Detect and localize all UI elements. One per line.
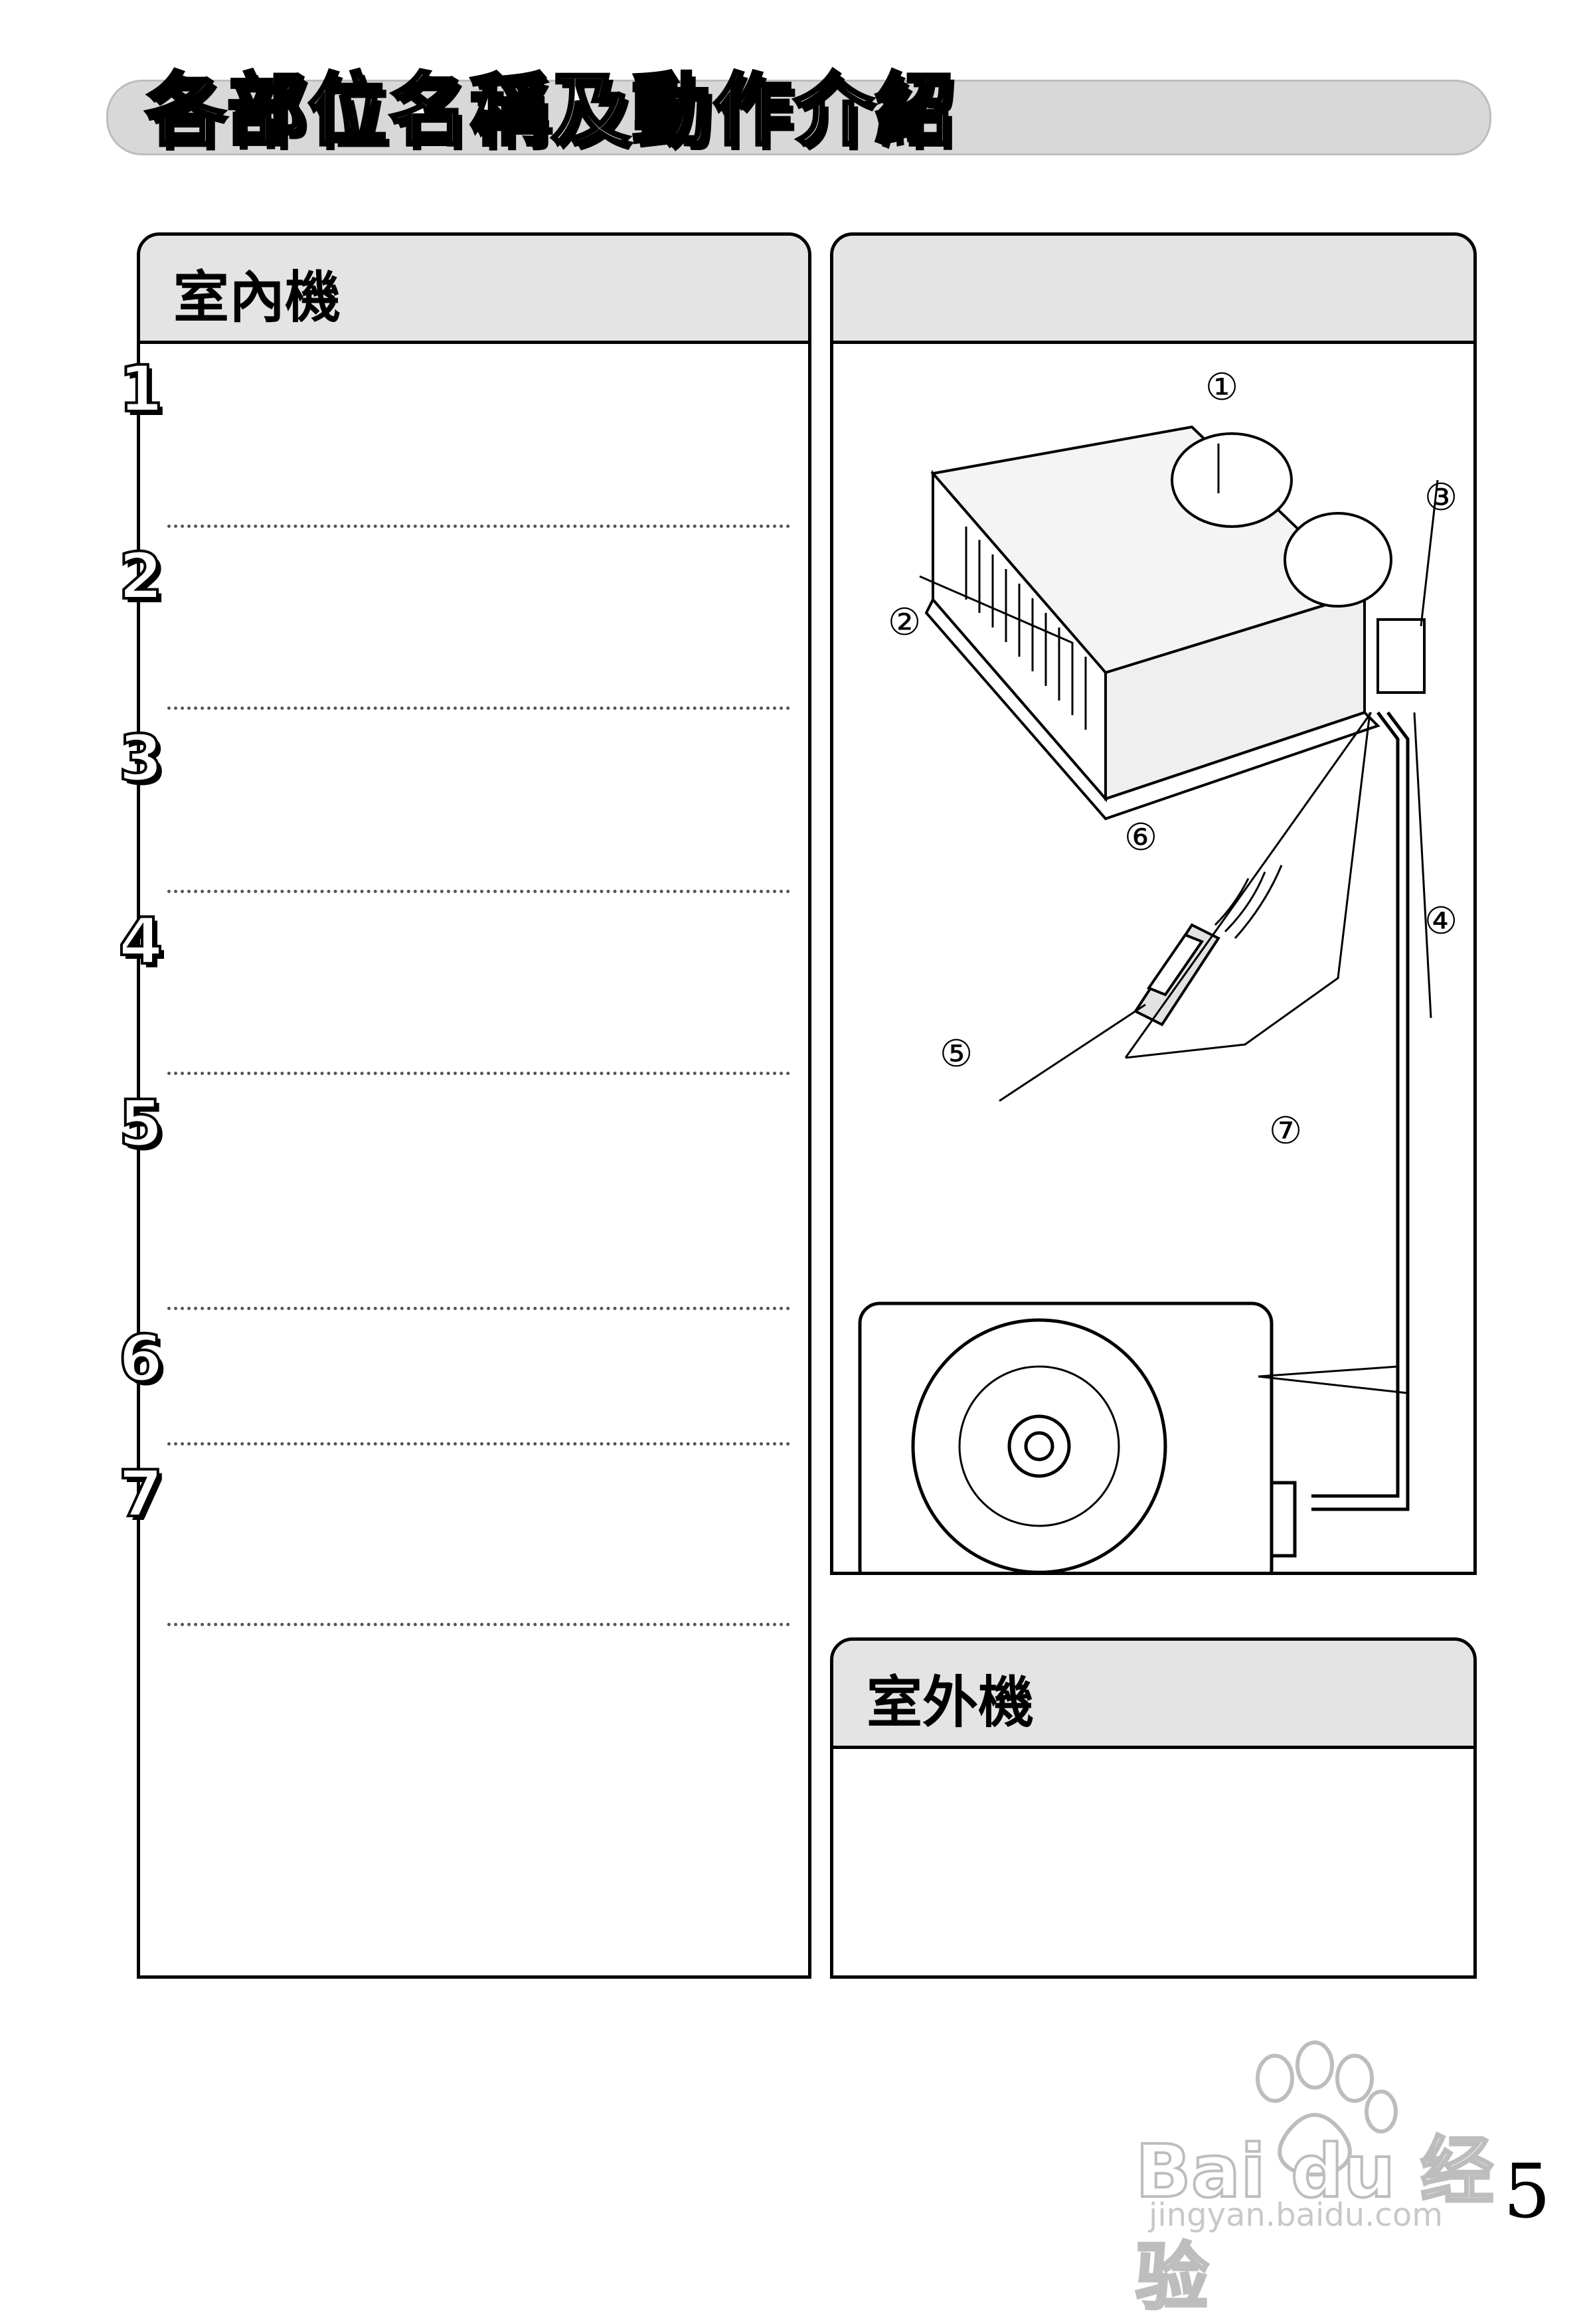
item-number-1: 1 bbox=[118, 351, 165, 428]
diagram-label-3: ③ bbox=[1424, 476, 1458, 519]
item-number-5: 5 bbox=[118, 1085, 165, 1162]
indoor-unit-illustration bbox=[924, 425, 1426, 821]
diagram-label-7: ⑦ bbox=[1269, 1110, 1303, 1153]
outdoor-unit-illustration bbox=[858, 1301, 1297, 1572]
remote-controller-illustration bbox=[1133, 865, 1283, 1027]
item-number-4: 4 bbox=[118, 903, 165, 980]
air-conditioner-diagram bbox=[858, 425, 1439, 1572]
item-number-3: 3 bbox=[118, 720, 165, 797]
page-title: 各部位名稱及動作介紹 bbox=[144, 63, 957, 158]
item-divider bbox=[167, 1307, 790, 1310]
outdoor-header-label: 室外機 bbox=[867, 1670, 1035, 1735]
diagram-label-4: ④ bbox=[1424, 900, 1458, 943]
outdoor-unit-panel: 室外機 bbox=[830, 1637, 1477, 1979]
diagram-panel-header bbox=[833, 236, 1473, 344]
item-divider bbox=[167, 1442, 790, 1446]
connection-piping bbox=[1311, 711, 1410, 1511]
item-divider bbox=[167, 1072, 790, 1075]
leader-line-6-elbow bbox=[1125, 712, 1371, 1059]
item-divider bbox=[167, 1623, 790, 1626]
diagram-label-6: ⑥ bbox=[1124, 816, 1158, 859]
paw-logo-icon bbox=[1256, 2040, 1398, 2177]
indoor-header-label: 室內機 bbox=[173, 265, 341, 330]
watermark-url: jingyan.baidu.com bbox=[1149, 2197, 1443, 2234]
item-number-6: 6 bbox=[118, 1320, 165, 1397]
item-number-7: 7 bbox=[118, 1455, 165, 1533]
diagram-panel: ① ② ③ ④ ⑤ ⑥ ⑦ bbox=[830, 232, 1477, 1575]
leader-lines bbox=[919, 444, 1439, 1394]
page-number: 5 bbox=[1503, 2149, 1551, 2235]
outdoor-panel-header: 室外機 bbox=[833, 1641, 1473, 1749]
item-number-2: 2 bbox=[118, 538, 165, 615]
diagram-label-1: ① bbox=[1205, 366, 1239, 409]
diagram-label-2: ② bbox=[888, 601, 922, 644]
diagram-label-5: ⑤ bbox=[940, 1033, 973, 1076]
indoor-unit-panel: 室內機 bbox=[137, 232, 811, 1979]
indoor-panel-header: 室內機 bbox=[140, 236, 808, 344]
title-bar bbox=[106, 80, 1491, 155]
item-divider bbox=[167, 525, 790, 528]
baidu-watermark: Bai du 经验 jingyan.baidu.com bbox=[1129, 2019, 1501, 2321]
item-divider bbox=[167, 890, 790, 893]
item-divider bbox=[167, 706, 790, 710]
